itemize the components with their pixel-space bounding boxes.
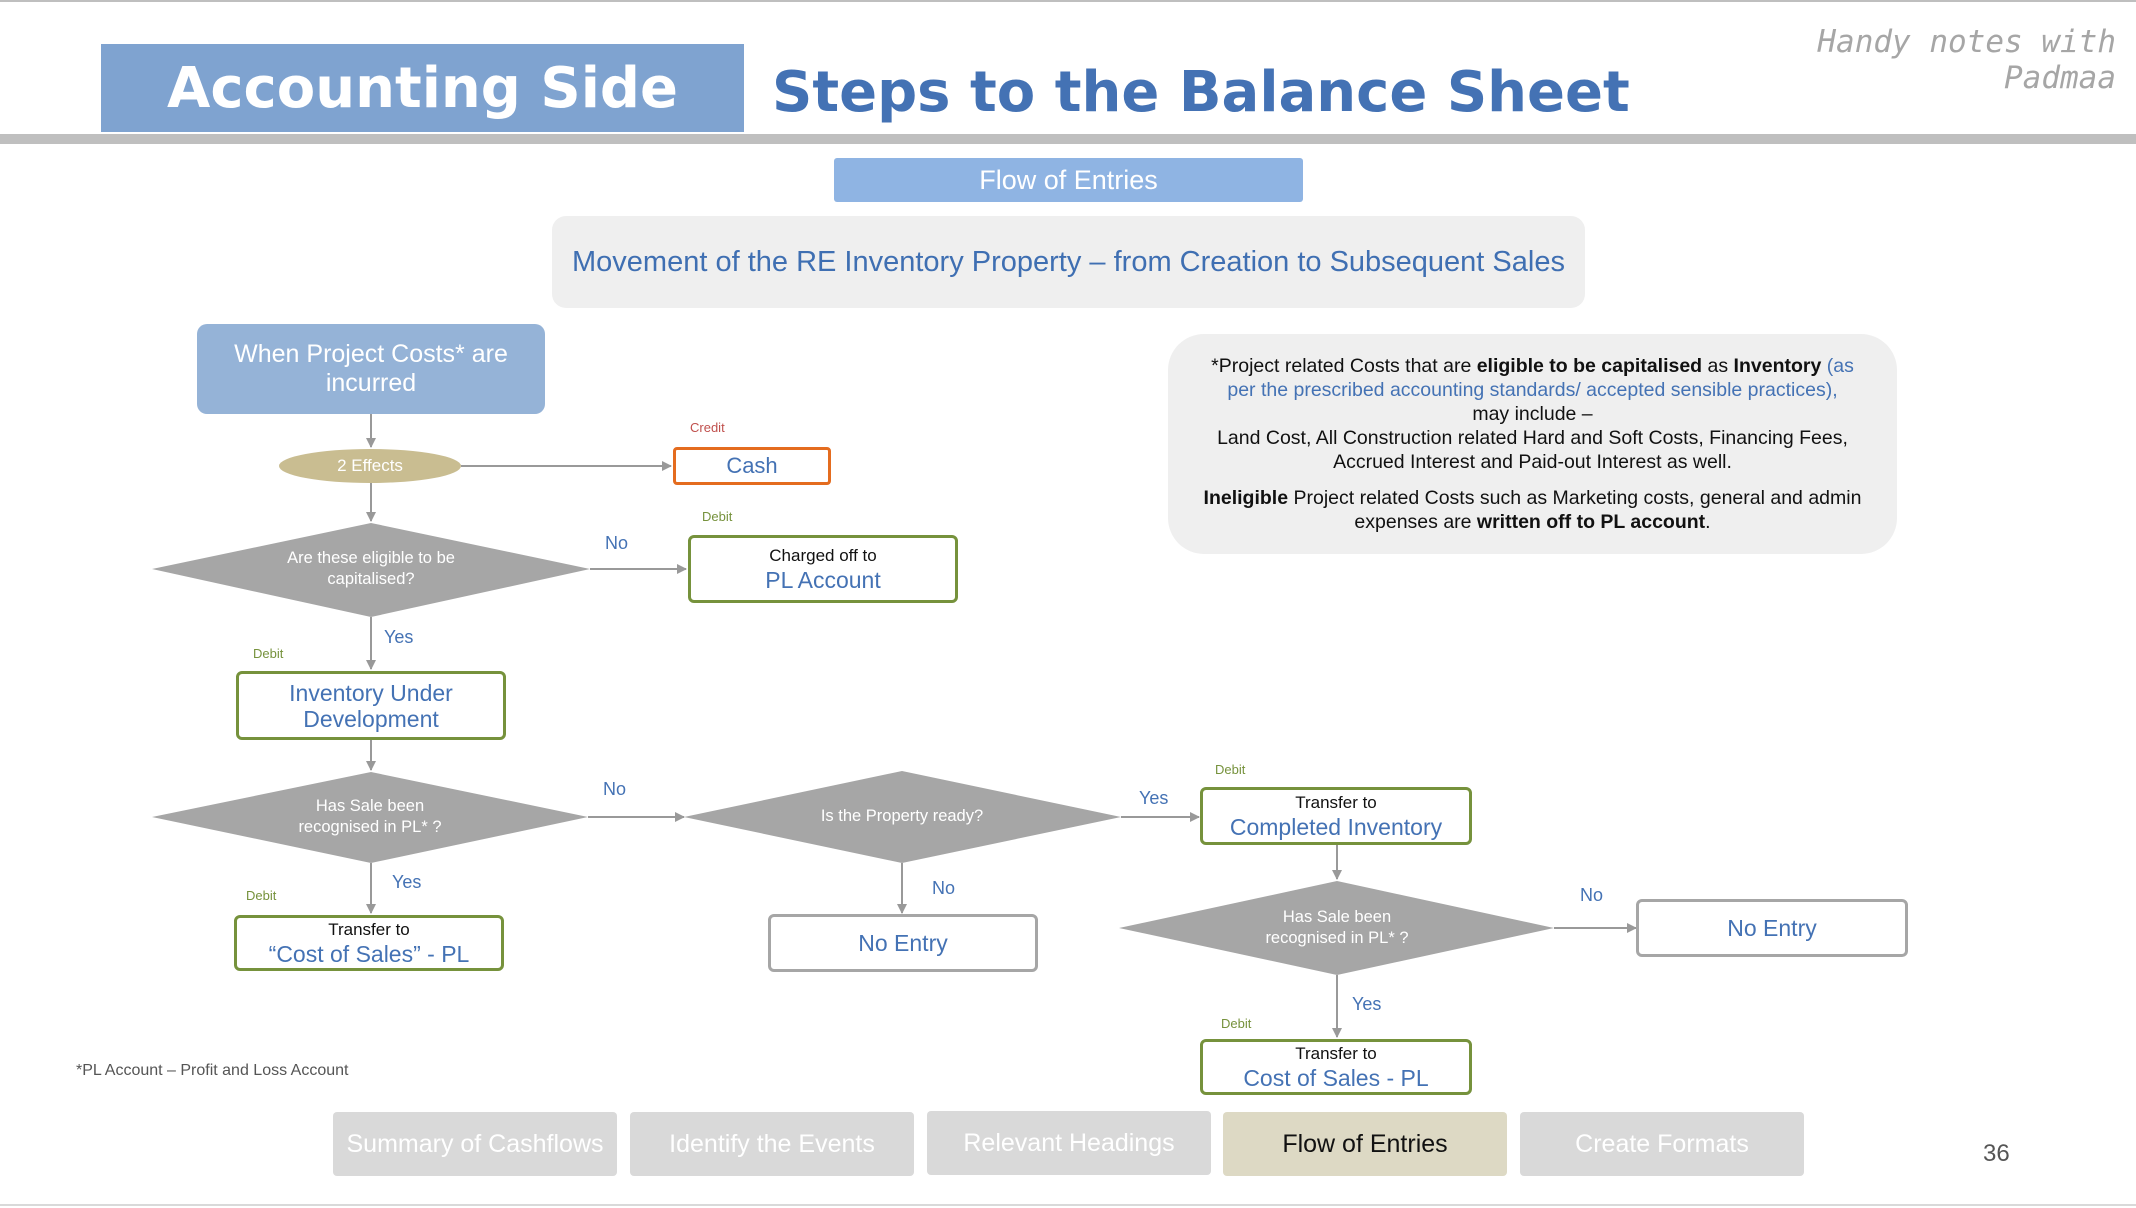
yes-label: Yes — [392, 872, 422, 892]
pl-account-caption: Charged off to — [769, 546, 877, 565]
note-text: . — [1705, 511, 1711, 533]
no-entry-node-2: No Entry — [1636, 899, 1908, 957]
note-emphasis: Ineligible — [1203, 487, 1289, 509]
debit-label: Debit — [702, 509, 733, 524]
note-standards-text: (as per the prescribed accounting standa… — [1227, 355, 1854, 401]
cost-of-sales-label: “Cost of Sales” - PL — [268, 941, 470, 967]
note-emphasis: eligible to be capitalised — [1476, 355, 1703, 377]
header-divider — [0, 134, 2136, 144]
note-text: Project related Costs such as Marketing … — [1288, 487, 1862, 533]
no-label: No — [603, 779, 627, 799]
yes-label: Yes — [1139, 788, 1169, 808]
cost-of-sales-label: Cost of Sales - PL — [1243, 1065, 1429, 1091]
note-text: *Project related Costs that are — [1211, 355, 1477, 377]
cash-node: Cash — [673, 447, 831, 485]
bottom-border — [0, 1204, 2136, 1206]
debit-label: Debit — [253, 646, 284, 661]
decision-ready-shape — [684, 771, 1121, 863]
watermark-text: Handy notes with Padmaa — [1817, 24, 2116, 96]
decision-eligible-shape — [152, 523, 590, 617]
cost-of-sales-node-1: Transfer to “Cost of Sales” - PL — [234, 915, 504, 971]
inventory-under-development-node: Inventory Under Development — [236, 671, 506, 740]
yes-label: Yes — [1352, 994, 1382, 1014]
note-emphasis: written off to PL account — [1476, 511, 1706, 533]
no-label: No — [1580, 885, 1604, 905]
nav-tab-create-formats[interactable]: Create Formats — [1520, 1112, 1804, 1176]
pl-account-node: Charged off to PL Account — [688, 535, 958, 603]
decision-eligible-label: Are these eligible to be capitalised? — [287, 549, 455, 588]
completed-inventory-node: Transfer to Completed Inventory — [1200, 787, 1472, 845]
decision-sale2-label: Has Sale been recognised in PL* ? — [1265, 908, 1409, 947]
nav-tab-identify-the-events[interactable]: Identify the Events — [630, 1112, 914, 1176]
transfer-caption: Transfer to — [328, 920, 410, 939]
no-entry-node-1: No Entry — [768, 914, 1038, 972]
nav-tab-relevant-headings[interactable]: Relevant Headings — [927, 1111, 1211, 1175]
page-number: 36 — [1983, 1140, 2010, 1167]
cost-of-sales-node-2: Transfer to Cost of Sales - PL — [1200, 1039, 1472, 1095]
completed-inventory-label: Completed Inventory — [1229, 814, 1443, 840]
note-emphasis: Inventory — [1733, 355, 1822, 377]
debit-label: Debit — [246, 888, 277, 903]
nav-tab-summary-of-cashflows[interactable]: Summary of Cashflows — [333, 1112, 617, 1176]
transfer-caption: Transfer to — [1295, 793, 1377, 812]
note-text: may include – — [1472, 403, 1593, 425]
pl-account-label: PL Account — [765, 567, 881, 593]
no-label: No — [932, 878, 956, 898]
diagram-subtitle: Movement of the RE Inventory Property – … — [552, 216, 1585, 308]
decision-sale1-shape — [152, 772, 588, 863]
yes-label: Yes — [384, 627, 414, 647]
page-title: Steps to the Balance Sheet — [772, 59, 1630, 125]
decision-sale1-label: Has Sale been recognised in PL* ? — [298, 797, 442, 836]
footnote: *PL Account – Profit and Loss Account — [76, 1062, 349, 1079]
top-border — [0, 0, 2136, 2]
section-badge: Flow of Entries — [834, 158, 1303, 202]
note-text: as — [1702, 355, 1734, 377]
effects-node: 2 Effects — [279, 449, 461, 483]
note-text: Land Cost, All Construction related Hard… — [1217, 427, 1848, 473]
transfer-caption: Transfer to — [1295, 1044, 1377, 1063]
no-label: No — [605, 533, 629, 553]
debit-label: Debit — [1215, 762, 1246, 777]
decision-sale2-shape — [1119, 881, 1554, 975]
start-node: When Project Costs* are incurred — [197, 324, 545, 414]
debit-label: Debit — [1221, 1016, 1252, 1031]
decision-ready-label: Is the Property ready? — [820, 807, 984, 825]
credit-label: Credit — [690, 420, 725, 435]
nav-tab-flow-of-entries[interactable]: Flow of Entries — [1223, 1112, 1507, 1176]
capitalisation-note: *Project related Costs that are eligible… — [1168, 334, 1897, 554]
section-title: Accounting Side — [101, 44, 744, 132]
